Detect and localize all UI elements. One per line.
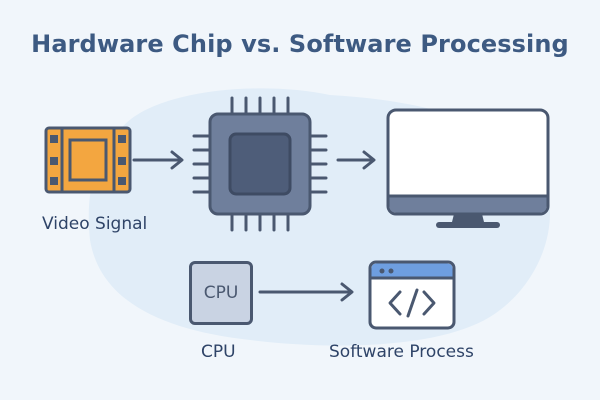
arrow-cpu-to-software <box>258 282 354 302</box>
page-title: Hardware Chip vs. Software Processing <box>31 30 569 58</box>
code-window-icon <box>368 260 456 330</box>
arrow-video-to-chip <box>132 150 184 170</box>
cpu-chip-text: CPU <box>203 283 239 303</box>
software-process-label: Software Process <box>329 342 474 362</box>
monitor-icon <box>386 108 550 228</box>
arrow-chip-to-monitor <box>336 150 376 170</box>
cpu-chip-icon: CPU <box>189 261 253 325</box>
video-signal-label: Video Signal <box>42 214 148 234</box>
film-strip-icon <box>44 126 132 194</box>
cpu-caption: CPU <box>201 342 236 362</box>
hardware-chip-icon <box>192 96 328 232</box>
